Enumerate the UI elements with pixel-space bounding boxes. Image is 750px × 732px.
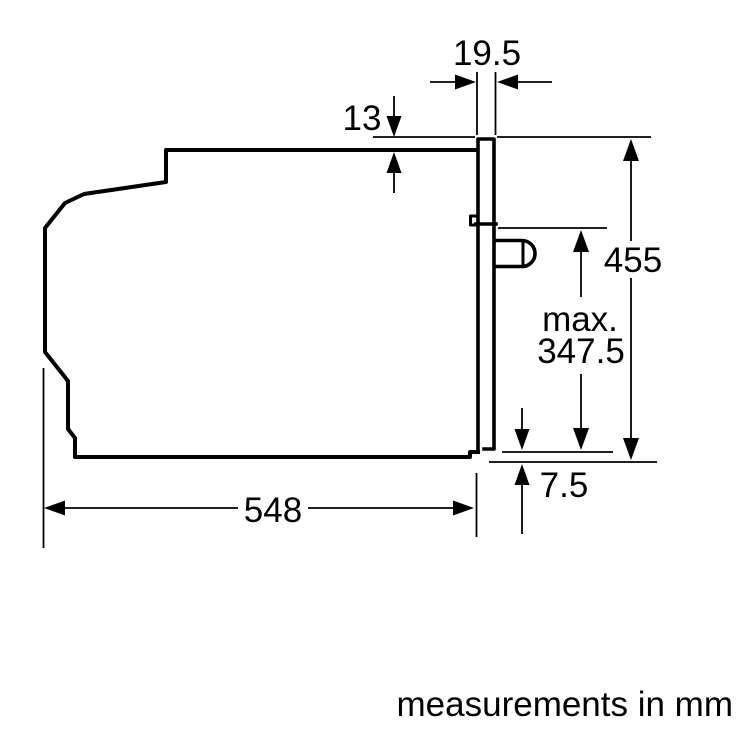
dimension-lines-group — [42, 72, 657, 548]
dim-label-overall-height: 455 — [604, 241, 662, 280]
arrowhead-19-5-left — [497, 74, 518, 90]
dim-label-top-recess: 13 — [343, 99, 382, 138]
dim-label-depth: 548 — [244, 491, 302, 530]
arrowhead-548-right — [453, 500, 474, 516]
dim-label-bottom-recess: 7.5 — [540, 466, 589, 505]
dim-label-max-prefix: max. — [542, 300, 618, 339]
arrowhead-347-up — [573, 230, 589, 252]
arrowhead-7-5-down — [514, 429, 530, 450]
arrowhead-13-up — [386, 152, 402, 173]
arrowhead-13-down — [386, 116, 402, 137]
arrowhead-19-5-right — [455, 74, 476, 90]
oven-door-outline — [476, 137, 496, 454]
dim-label-door-width: 19.5 — [453, 34, 521, 73]
arrowhead-455-up — [623, 139, 639, 161]
outline-group — [43, 137, 537, 459]
arrowhead-455-down — [623, 438, 639, 460]
dim-label-max-height: 347.5 — [537, 332, 625, 371]
arrowheads-group — [44, 74, 639, 516]
oven-body-outline — [43, 148, 480, 459]
door-handle — [493, 238, 537, 269]
arrowhead-347-down — [573, 428, 589, 450]
arrowhead-7-5-up — [514, 464, 530, 485]
labels-group: 19.5 13 455 max. 347.5 7.5 548 measureme… — [244, 34, 733, 724]
door-hinge-bump — [469, 214, 479, 227]
footer-note: measurements in mm — [397, 685, 733, 724]
arrowhead-548-left — [44, 500, 65, 516]
